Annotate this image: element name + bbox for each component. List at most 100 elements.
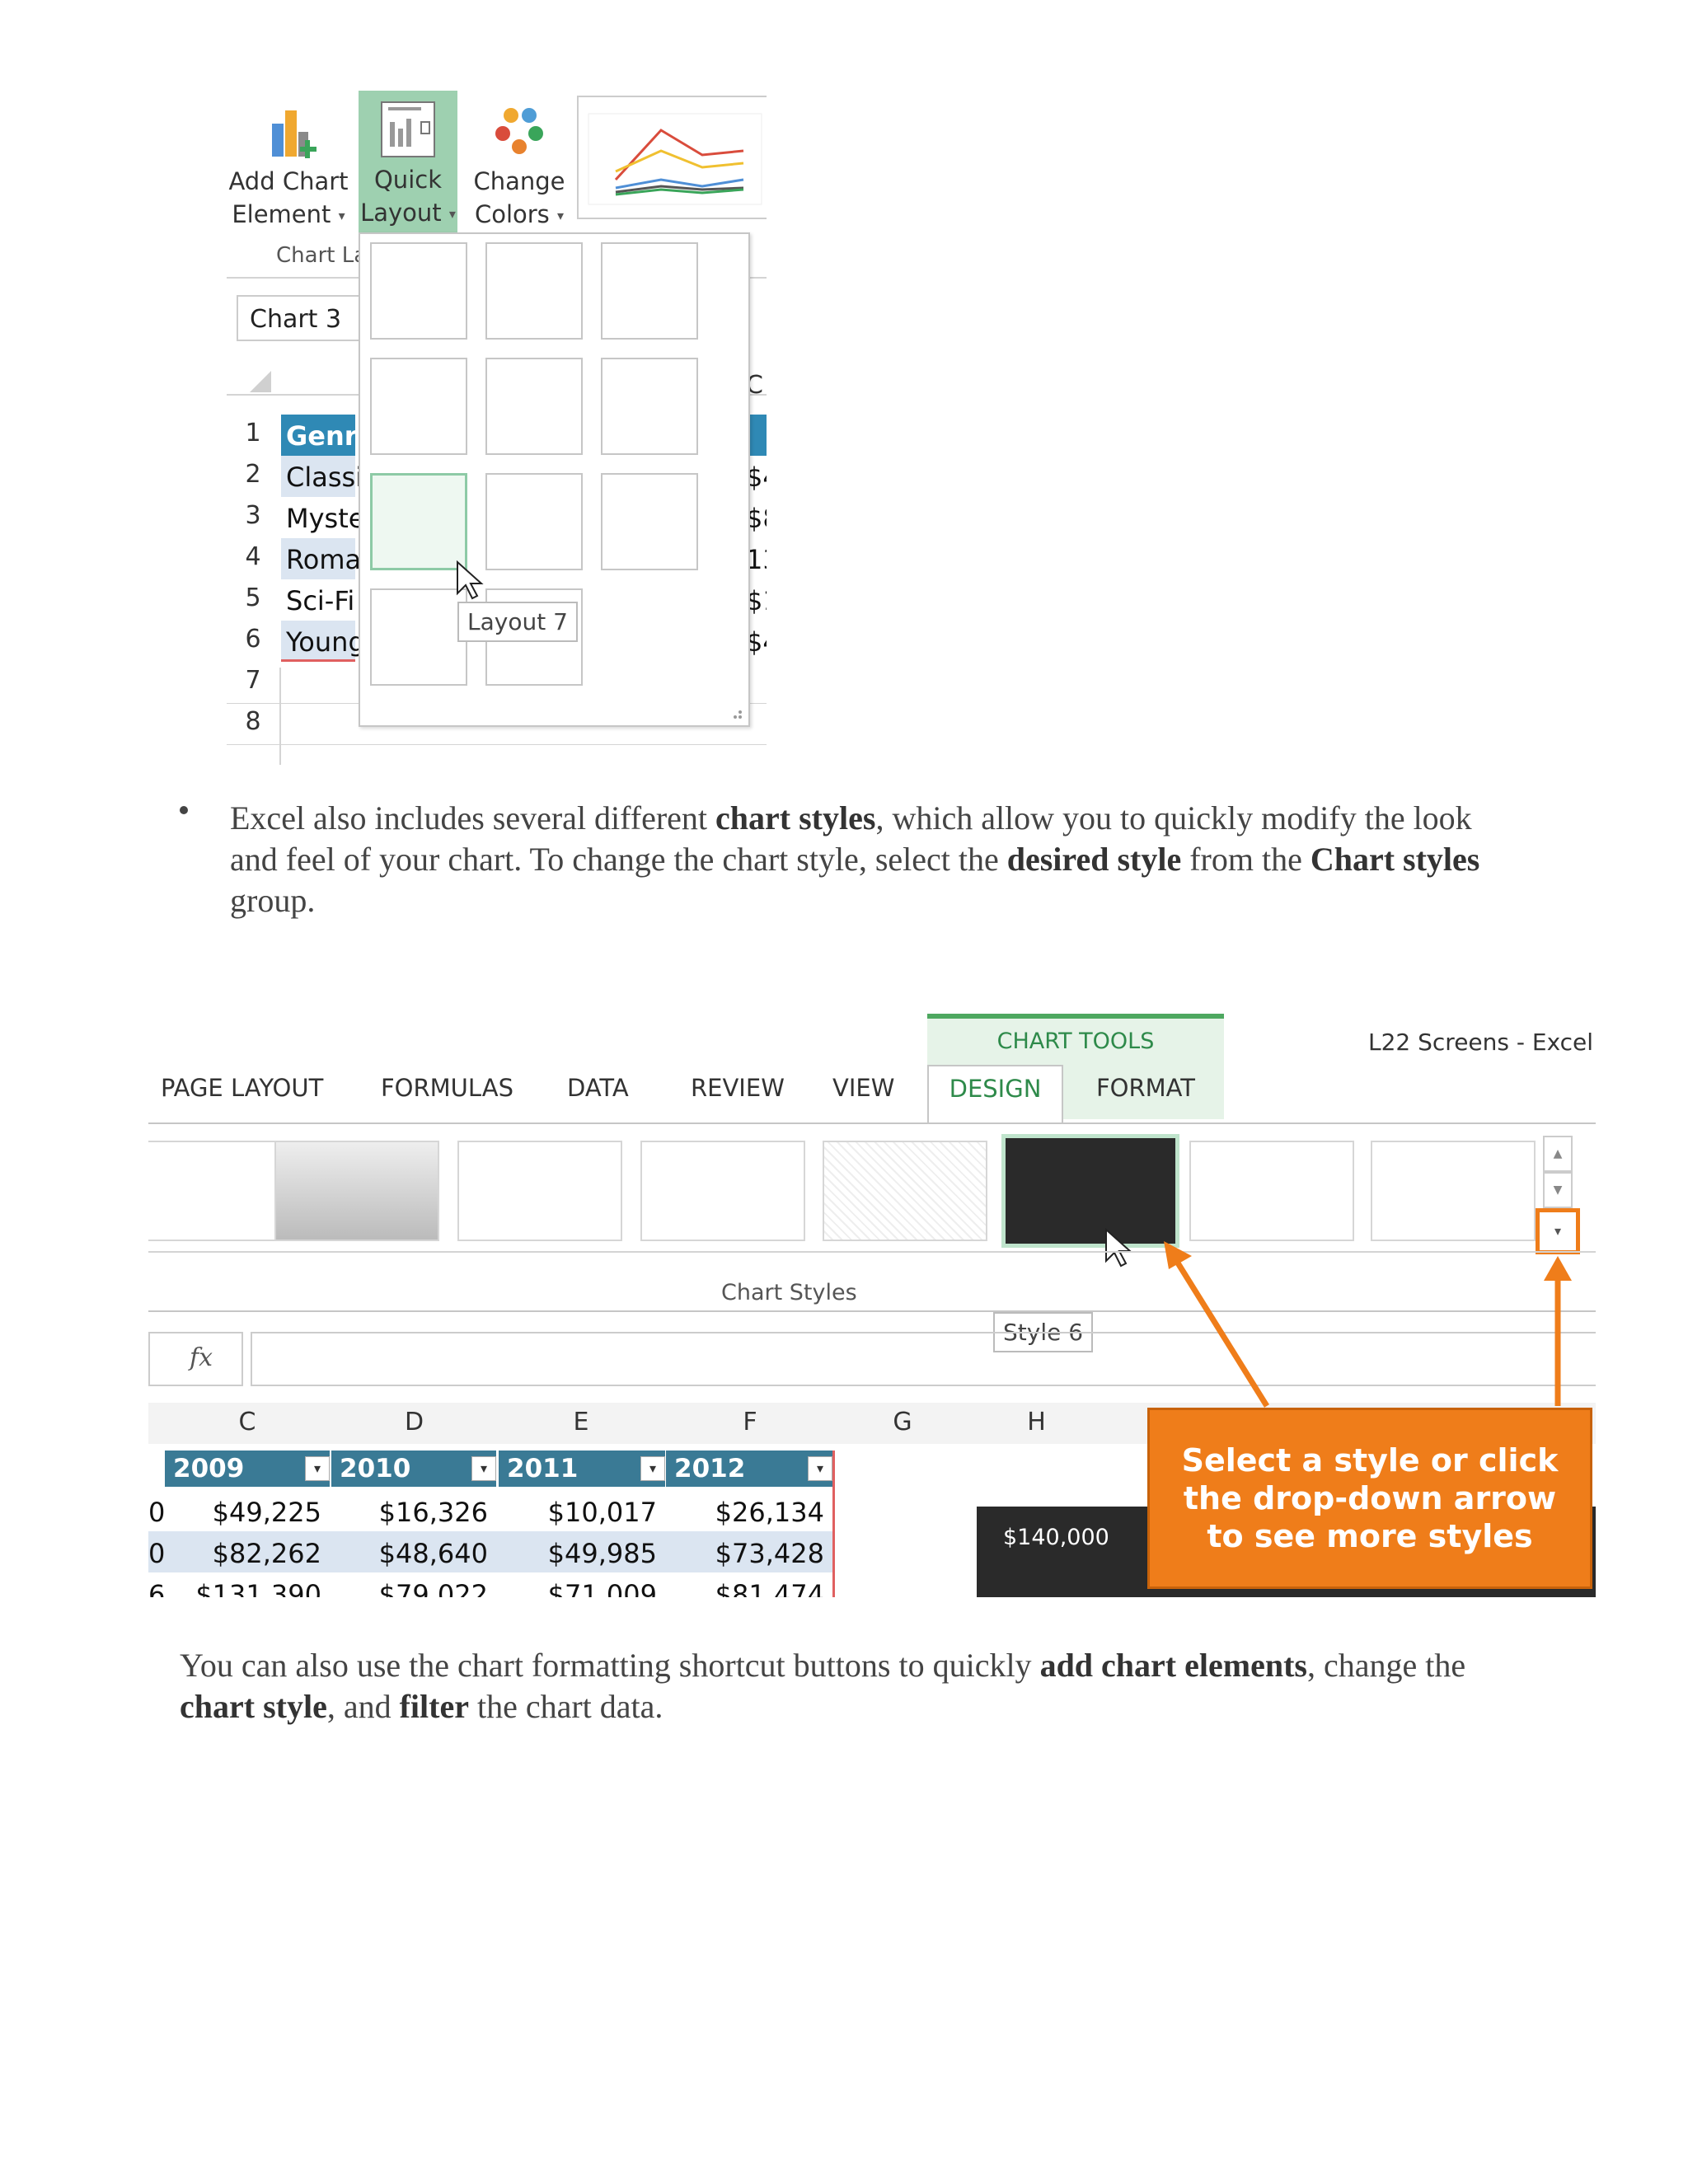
chart-style-1-thumbnail[interactable]	[148, 1141, 297, 1241]
palette-icon	[495, 108, 543, 154]
select-all-corner[interactable]	[250, 371, 271, 392]
ribbon-bottom-border	[148, 1310, 1596, 1312]
gallery-more-button[interactable]: ▾	[1536, 1208, 1580, 1254]
chart-style-4-thumbnail[interactable]	[640, 1141, 805, 1241]
genre-cell[interactable]	[281, 579, 355, 621]
table-row	[148, 1490, 832, 1531]
year-header-2010[interactable]: 2010▾	[331, 1451, 496, 1487]
quick-layout-gallery	[359, 232, 750, 727]
column-header-c[interactable]: C	[238, 1408, 256, 1436]
shortcut-buttons-paragraph: You can also use the chart formatting sh…	[180, 1647, 1466, 1725]
chart-style-7-thumbnail[interactable]	[1189, 1141, 1354, 1241]
row-number[interactable]: 7	[245, 666, 261, 695]
filter-dropdown-icon[interactable]: ▾	[808, 1456, 832, 1481]
value-cell[interactable]: $73,428	[715, 1538, 824, 1569]
layout-6-thumbnail[interactable]	[601, 358, 698, 455]
row-number[interactable]: 5	[245, 583, 261, 612]
name-box[interactable]: Chart 3	[237, 295, 368, 341]
genre-cell[interactable]	[281, 538, 355, 579]
gallery-scroll-up-button[interactable]: ▲	[1543, 1136, 1573, 1172]
layout-4-thumbnail[interactable]	[370, 358, 467, 455]
value-cell[interactable]: $16,326	[378, 1497, 488, 1528]
chart-style-3-thumbnail[interactable]	[457, 1141, 622, 1241]
layout-7-thumbnail[interactable]	[370, 473, 467, 570]
chart-style-preview[interactable]	[577, 96, 767, 219]
genre-text: Myste	[286, 503, 365, 534]
row-fragment: 0	[148, 1538, 166, 1569]
resize-grip-icon[interactable]	[727, 704, 743, 720]
column-header-e[interactable]: E	[573, 1408, 589, 1436]
row-number[interactable]: 1	[245, 419, 261, 448]
row-fragment: 0	[148, 1497, 166, 1528]
row-number[interactable]: 4	[245, 542, 261, 571]
genre-cell[interactable]	[281, 456, 355, 497]
mouse-pointer-icon	[1105, 1228, 1132, 1268]
column-header-f[interactable]: F	[743, 1408, 757, 1436]
tab-format[interactable]: FORMAT	[1096, 1074, 1195, 1102]
filter-dropdown-icon[interactable]: ▾	[305, 1456, 330, 1481]
formula-input[interactable]	[251, 1332, 1596, 1386]
value-cell[interactable]: $131,390	[195, 1579, 321, 1597]
tab-review[interactable]: REVIEW	[691, 1074, 785, 1102]
chart-styles-group-label: Chart Styles	[721, 1280, 857, 1305]
layout-7-tooltip: Layout 7	[457, 602, 578, 642]
genre-cell[interactable]	[281, 621, 355, 662]
quick-layout-button[interactable]: Quick Layout ▾	[359, 91, 457, 235]
chevron-down-icon: ▾	[448, 206, 456, 222]
value-cell[interactable]: $79,022	[378, 1579, 488, 1597]
gallery-scroll-down-button[interactable]: ▼	[1543, 1172, 1573, 1208]
chevron-down-icon: ▾	[557, 208, 565, 223]
layout-2-thumbnail[interactable]	[485, 242, 583, 340]
chart-style-5-thumbnail[interactable]	[823, 1141, 987, 1241]
line-chart-thumbnail-icon	[588, 113, 762, 205]
tab-data[interactable]: DATA	[567, 1074, 629, 1102]
instruction-callout: Select a style or click the drop-down ar…	[1147, 1408, 1592, 1589]
value-cell[interactable]: $49,225	[212, 1497, 321, 1528]
value-cell[interactable]: $26,134	[715, 1497, 824, 1528]
ribbon-group-divider	[148, 1251, 1596, 1253]
function-button[interactable]: fx	[148, 1332, 243, 1386]
quick-layout-icon	[381, 101, 435, 157]
row-number[interactable]: 3	[245, 501, 261, 530]
layout-8-thumbnail[interactable]	[485, 473, 583, 570]
value-cell[interactable]: $10,017	[547, 1497, 657, 1528]
layout-3-thumbnail[interactable]	[601, 242, 698, 340]
column-header-d[interactable]: D	[404, 1408, 424, 1436]
genre-header-cell[interactable]	[281, 415, 355, 456]
column-header-g[interactable]: G	[893, 1408, 912, 1436]
chart-styles-paragraph: Excel also includes several different ch…	[230, 799, 1480, 919]
ribbon-top-border	[148, 1122, 1596, 1124]
value-cell[interactable]: $82,262	[212, 1538, 321, 1569]
row-number[interactable]: 6	[245, 625, 261, 654]
chart-style-2-thumbnail[interactable]	[274, 1141, 439, 1241]
tab-design[interactable]: DESIGN	[927, 1065, 1063, 1124]
year-header-2012[interactable]: 2012▾	[666, 1451, 832, 1487]
value-cell[interactable]: $48,640	[378, 1538, 488, 1569]
column-header-h[interactable]: H	[1027, 1408, 1046, 1436]
chart-style-6-thumbnail[interactable]	[1001, 1134, 1179, 1248]
layout-5-thumbnail[interactable]	[485, 358, 583, 455]
column-header-c[interactable]: C	[746, 371, 763, 400]
genre-text: Sci-Fi	[286, 585, 355, 616]
table-row	[148, 1531, 832, 1572]
tab-view[interactable]: VIEW	[832, 1074, 895, 1102]
tab-page-layout[interactable]: PAGE LAYOUT	[161, 1074, 324, 1102]
layout-10-thumbnail[interactable]	[370, 588, 467, 686]
row-number[interactable]: 8	[245, 707, 261, 736]
layout-9-thumbnail[interactable]	[601, 473, 698, 570]
tab-formulas[interactable]: FORMULAS	[381, 1074, 513, 1102]
value-cell[interactable]: $71,009	[547, 1579, 657, 1597]
value-cell[interactable]: $81,474	[715, 1579, 824, 1597]
value-cell[interactable]: $49,985	[547, 1538, 657, 1569]
filter-dropdown-icon[interactable]: ▾	[471, 1456, 496, 1481]
change-colors-button[interactable]: Change Colors ▾	[466, 91, 573, 235]
chart-styles-screenshot: CHART TOOLS L22 Screens - Excel PAGE LAY…	[148, 1012, 1596, 1597]
genre-cell[interactable]	[281, 497, 355, 538]
row-number[interactable]: 2	[245, 460, 261, 489]
layout-1-thumbnail[interactable]	[370, 242, 467, 340]
year-header-2009[interactable]: 2009▾	[165, 1451, 330, 1487]
add-chart-element-button[interactable]: Add Chart Element ▾	[227, 91, 350, 235]
chart-style-8-thumbnail[interactable]	[1371, 1141, 1536, 1241]
filter-dropdown-icon[interactable]: ▾	[640, 1456, 665, 1481]
year-header-2011[interactable]: 2011▾	[499, 1451, 665, 1487]
